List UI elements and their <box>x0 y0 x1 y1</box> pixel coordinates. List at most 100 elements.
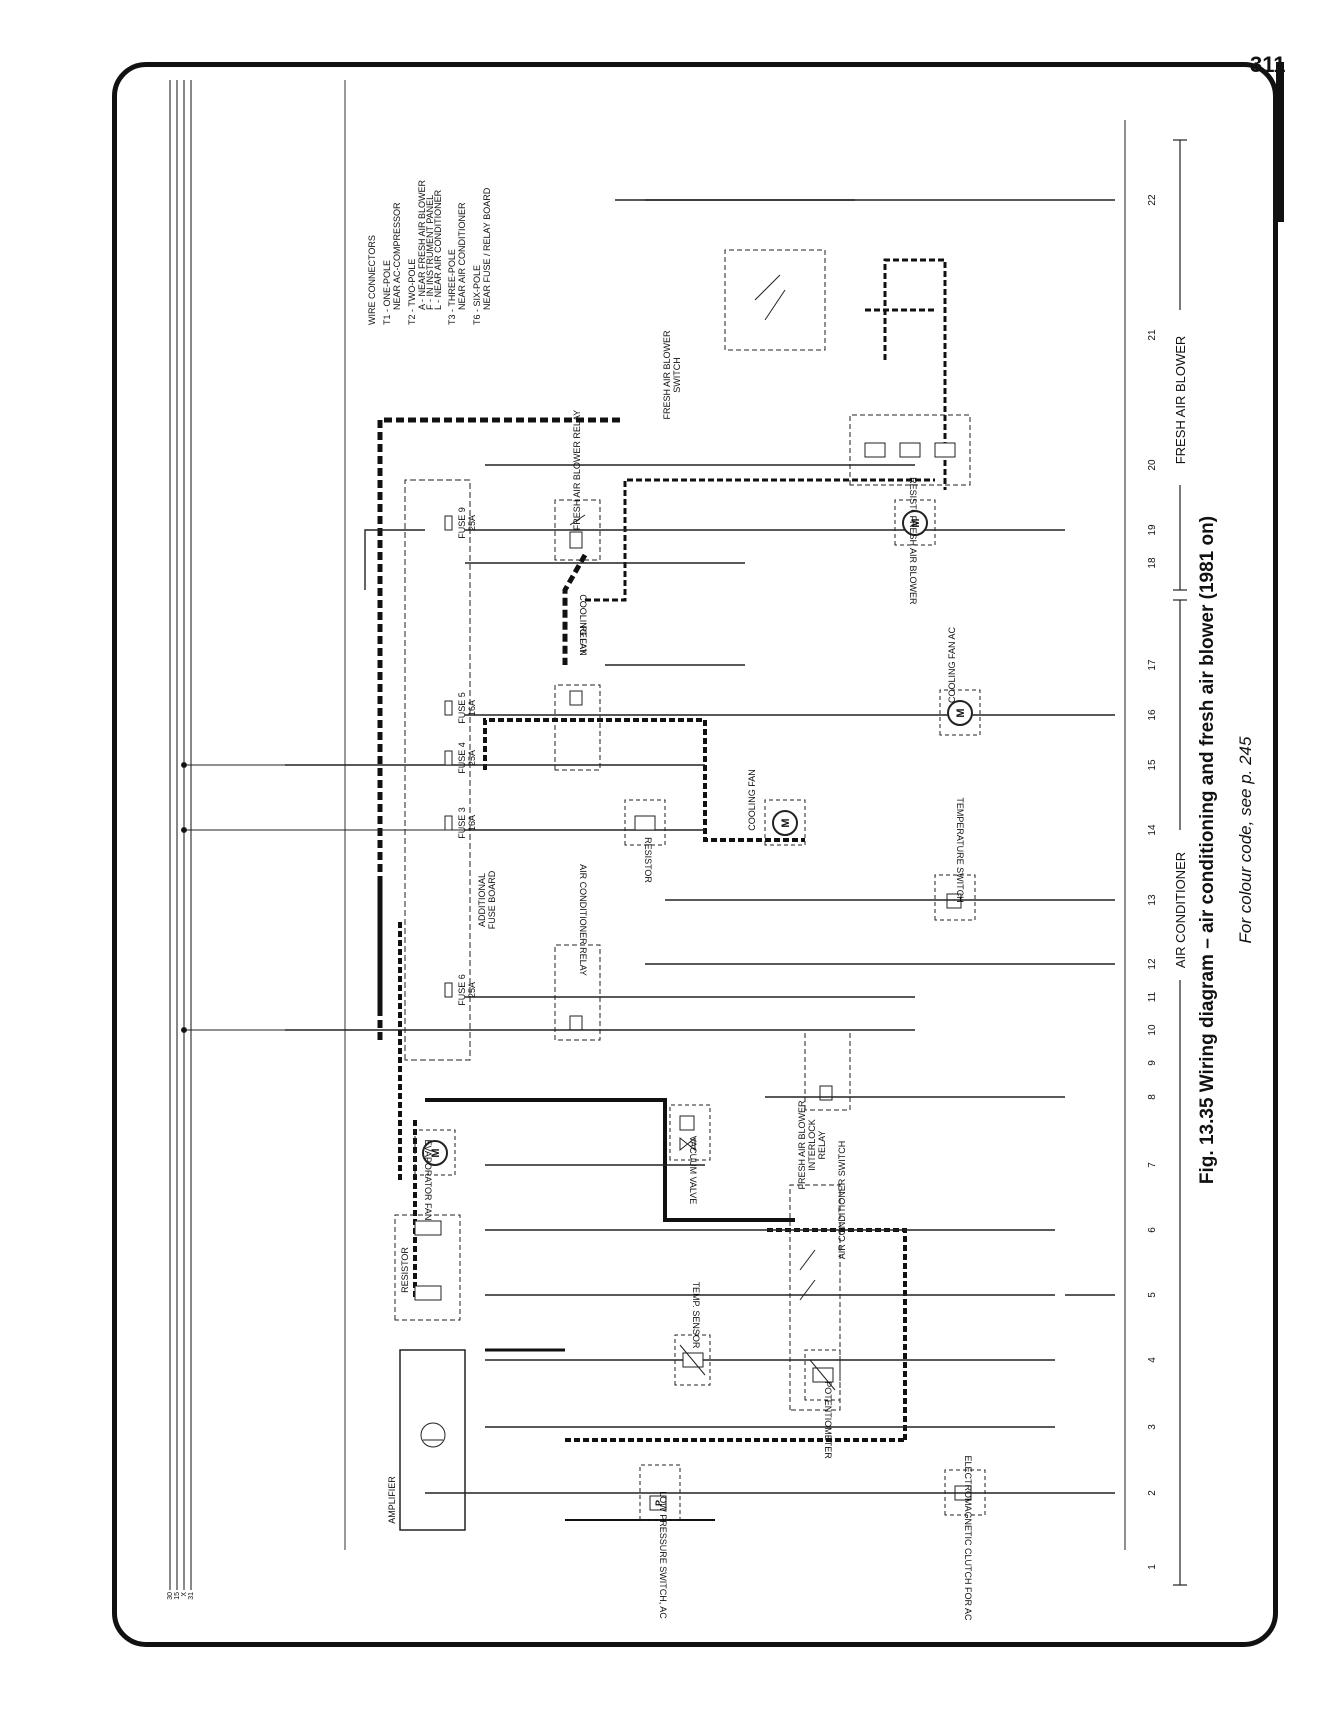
potentiometer: POTENTIOMETER <box>804 1349 841 1459</box>
fuse-9 <box>444 515 453 531</box>
legend-t6-note: NEAR FUSE / RELAY BOARD <box>482 187 492 310</box>
harness-heavy <box>377 258 947 1521</box>
section-fresh-air-blower: FRESH AIR BLOWER <box>1173 336 1188 465</box>
busbar-x-label: X <box>181 1592 188 1597</box>
fuse-board-label-1: ADDITIONAL <box>477 873 487 927</box>
section-air-conditioner: AIR CONDITIONER <box>1173 852 1188 968</box>
figure-subcaption: For colour code, see p. 245 <box>1236 736 1255 944</box>
evaporator-resistor: RESISTOR <box>394 1214 461 1321</box>
temperature-switch: TEMPERATURE SWITCH <box>934 797 976 921</box>
air-conditioner-switch: AIR CONDITIONER SWITCH <box>789 1141 847 1411</box>
fuse-board-label-2: FUSE BOARD <box>487 870 497 929</box>
cooling-fan-resistor-label: RESISTOR <box>643 837 653 883</box>
fuse-5-label: FUSE 5 <box>457 692 467 724</box>
cooling-fan-relay-label-1: COOLING FAN <box>578 594 588 656</box>
fuse-6 <box>444 982 453 998</box>
cooling-fan-ac-label: COOLING FAN AC <box>947 626 957 703</box>
interlock-relay-label-1: FRESH AIR BLOWER <box>797 1100 807 1190</box>
harness-thin <box>285 199 1065 1494</box>
column-2-label: 2 <box>1147 1490 1158 1496</box>
svg-text:M: M <box>955 708 967 717</box>
fresh-air-blower-label: FRESH AIR BLOWER <box>908 515 918 605</box>
ground-wires <box>615 199 1115 1494</box>
fuse-3-rating: 16A <box>467 815 477 831</box>
fresh-air-blower-switch-label-2: SWITCH <box>672 357 682 393</box>
svg-text:M: M <box>780 818 792 827</box>
column-7-label: 7 <box>1147 1162 1158 1168</box>
fuse-4-label: FUSE 4 <box>457 742 467 774</box>
fuse-5 <box>444 700 453 716</box>
wire-connector-legend: WIRE CONNECTORS T1 - ONE-POLE NEAR AC-CO… <box>367 179 492 325</box>
column-4-label: 4 <box>1147 1357 1158 1363</box>
air-conditioner-relay: AIR CONDITIONER RELAY <box>554 864 601 1041</box>
fuse-3 <box>444 815 453 831</box>
interlock-relay-label-3: RELAY <box>817 1131 827 1160</box>
low-pressure-switch: P LOW PRESSURE SWITCH, AC <box>639 1464 681 1619</box>
legend-t1-note: NEAR AC-COMPRESSOR <box>392 202 402 310</box>
legend-t1: T1 - ONE-POLE <box>382 260 392 325</box>
column-3-label: 3 <box>1147 1424 1158 1430</box>
fresh-air-blower-switch: FRESH AIR BLOWER SWITCH <box>662 249 826 420</box>
legend-t3-note: NEAR AIR CONDITIONER <box>457 202 467 310</box>
thumb-index-bar <box>1276 62 1284 222</box>
fuse-6-label: FUSE 6 <box>457 974 467 1006</box>
column-13-label: 13 <box>1147 894 1158 906</box>
column-17-label: 17 <box>1147 659 1158 671</box>
svg-text:M: M <box>430 1148 442 1157</box>
electromagnetic-clutch: ELECTROMAGNETIC CLUTCH FOR AC <box>944 1455 986 1621</box>
cooling-fan-label: COOLING FAN <box>747 769 757 831</box>
column-8-label: 8 <box>1147 1094 1158 1100</box>
amplifier: AMPLIFIER <box>387 1349 466 1531</box>
fresh-air-blower-relay: FRESH AIR BLOWER RELAY <box>554 410 601 561</box>
legend-t6: T6 - SIX-POLE <box>472 265 482 325</box>
evaporator-fan-label: EVAPORATOR FAN <box>423 1139 433 1220</box>
column-9-label: 9 <box>1147 1060 1158 1066</box>
cooling-fan-resistor: RESISTOR <box>624 799 666 883</box>
column-15-label: 15 <box>1147 759 1158 771</box>
cooling-fan-relay-label-2: RELAY <box>578 626 588 655</box>
temperature-switch-label: TEMPERATURE SWITCH <box>955 797 965 902</box>
fuse-9-rating: 25A <box>467 515 477 531</box>
temp-sensor: TEMP. SENSOR <box>674 1282 711 1386</box>
fuse-3-label: FUSE 3 <box>457 807 467 839</box>
column-1-label: 1 <box>1147 1564 1158 1570</box>
legend-t2-l: L - NEAR AIR CONDITIONER <box>433 189 443 310</box>
column-18-label: 18 <box>1147 557 1158 569</box>
fuse-6-rating: 25A <box>467 982 477 998</box>
fuse-9-label: FUSE 9 <box>457 507 467 539</box>
page-frame <box>112 62 1278 1647</box>
bus-stubs <box>181 762 465 1033</box>
column-10-label: 10 <box>1147 1024 1158 1036</box>
rotated-diagram: 1 2 3 4 5 6 7 8 9 10 11 12 13 14 15 16 1… <box>167 80 1255 1621</box>
column-axis: 1 2 3 4 5 6 7 8 9 10 11 12 13 14 15 16 1… <box>1124 120 1158 1570</box>
cooling-fan-relay: COOLING FAN RELAY <box>554 594 601 771</box>
column-11-label: 11 <box>1147 991 1158 1002</box>
column-14-label: 14 <box>1147 824 1158 836</box>
column-21-label: 21 <box>1147 329 1158 341</box>
fuse-4 <box>444 750 453 766</box>
figure-caption: Fig. 13.35 Wiring diagram – air conditio… <box>1197 516 1218 1184</box>
evaporator-resistor-label: RESISTOR <box>400 1247 410 1293</box>
electromagnetic-clutch-label: ELECTROMAGNETIC CLUTCH FOR AC <box>963 1455 973 1621</box>
air-conditioner-relay-label: AIR CONDITIONER RELAY <box>578 864 588 976</box>
column-5-label: 5 <box>1147 1292 1158 1298</box>
fresh-air-blower-switch-label-1: FRESH AIR BLOWER <box>662 330 672 420</box>
fresh-air-blower-interlock-relay: FRESH AIR BLOWER INTERLOCK RELAY <box>797 1029 851 1190</box>
section-brackets: AIR CONDITIONER FRESH AIR BLOWER <box>1173 139 1188 1586</box>
legend-t2-a: A - NEAR FRESH AIR BLOWER <box>417 179 427 310</box>
interlock-relay-label-2: INTERLOCK <box>807 1119 817 1171</box>
column-22-label: 22 <box>1147 194 1158 206</box>
potentiometer-label: POTENTIOMETER <box>823 1381 833 1459</box>
svg-text:P: P <box>654 1500 664 1506</box>
legend-t2: T2 - TWO-POLE <box>407 259 417 325</box>
busbar-31-label: 31 <box>188 1592 195 1600</box>
column-19-label: 19 <box>1147 524 1158 536</box>
legend-t2-f: F - IN INSTRUMENT PANEL <box>425 195 435 310</box>
vacuum-valve-label: VACUUM VALVE <box>688 1136 698 1205</box>
svg-text:M: M <box>910 518 922 527</box>
column-6-label: 6 <box>1147 1227 1158 1233</box>
cooling-fan-ac: M COOLING FAN AC <box>939 626 981 736</box>
column-16-label: 16 <box>1147 709 1158 721</box>
fuse-5-rating: 16A <box>467 700 477 716</box>
